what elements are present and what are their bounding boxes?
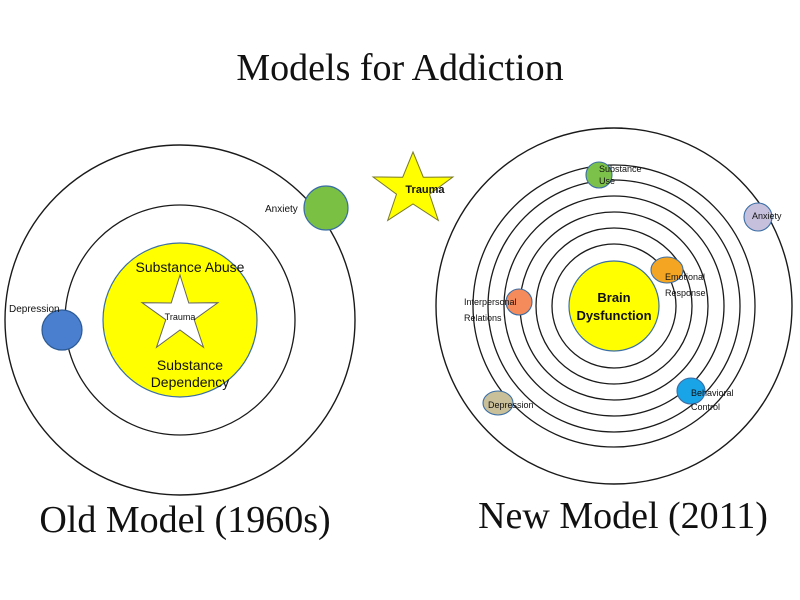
new-model-caption: New Model (2011) (478, 495, 768, 537)
emotional-response-label-line1: Emotional (665, 272, 705, 282)
emotional-response-label-line2: Response (665, 288, 706, 298)
depression-planet-new (482, 390, 514, 416)
new-model-anxiety-label: Anxiety (752, 211, 782, 221)
new-model-orbit-6 (535, 227, 693, 385)
substance-abuse-label: Substance Abuse (136, 259, 245, 275)
old-model-caption: Old Model (1960s) (39, 499, 330, 541)
interpersonal-relations-label-line2: Relations (464, 313, 502, 323)
new-model-orbit-3 (487, 179, 741, 433)
brain-dysfunction-label-line2: Dysfunction (576, 308, 651, 323)
substance-use-label-line1: Substance (599, 164, 642, 174)
behavioral-control-label-line1: Behavioral (691, 388, 734, 398)
behavioral-control-planet (676, 377, 706, 405)
brain-dysfunction-label-line1: Brain (597, 290, 630, 305)
old-model-depression-label: Depression (9, 304, 60, 315)
old-model-diagram: Substance Abuse Trauma Substance Depende… (4, 144, 356, 496)
new-model-orbit-7 (551, 243, 677, 369)
new-model-depression-label: Depression (488, 400, 534, 410)
old-model-trauma-star-icon (140, 273, 220, 349)
substance-dependency-label-line2: Dependency (151, 374, 230, 390)
new-model-orbit-2 (472, 164, 756, 448)
anxiety-planet (303, 185, 349, 231)
behavioral-control-label-line2: Control (691, 402, 720, 412)
trauma-star-group: Trauma (371, 150, 455, 222)
substance-use-label-line2: Use (599, 176, 615, 186)
substance-use-planet (585, 161, 613, 189)
slide-title: Models for Addiction (236, 47, 563, 89)
new-model-core (568, 260, 660, 352)
old-model-trauma-label: Trauma (165, 312, 196, 322)
substance-dependency-label-line1: Substance (157, 357, 223, 373)
new-model-diagram: Brain Dysfunction Substance Use Anxiety … (435, 127, 793, 485)
anxiety-planet-new (743, 202, 773, 232)
interpersonal-relations-planet (505, 288, 533, 316)
interpersonal-relations-label-line1: Interpersonal (464, 297, 517, 307)
emotional-response-planet (650, 256, 684, 284)
depression-planet (41, 309, 83, 351)
new-model-orbit-4 (503, 195, 725, 417)
trauma-star-icon (371, 150, 455, 222)
old-model-anxiety-label: Anxiety (265, 204, 298, 215)
trauma-label: Trauma (405, 184, 445, 196)
